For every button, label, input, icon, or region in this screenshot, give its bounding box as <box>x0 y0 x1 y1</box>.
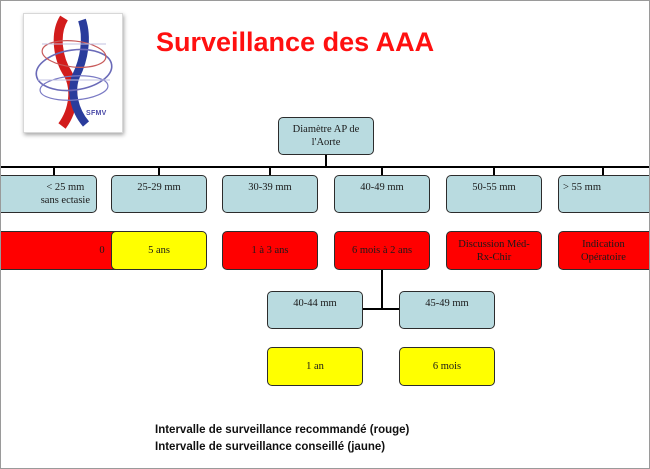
root-node: Diamètre AP de l'Aorte <box>278 117 374 155</box>
connector-2 <box>158 167 160 175</box>
society-logo-icon <box>35 15 113 129</box>
connector-5 <box>493 167 495 175</box>
interval-box-4: 6 mois à 2 ans <box>334 231 430 270</box>
root-connector <box>325 155 327 167</box>
page-title: Surveillance des AAA <box>156 27 435 57</box>
range-box-6: > 55 mm <box>558 175 649 213</box>
sub-interval-box-1: 1 an <box>267 347 363 386</box>
sub-range-box-1: 40-44 mm <box>267 291 363 329</box>
sub-range-box-2: 45-49 mm <box>399 291 495 329</box>
range-box-1: < 25 mm sans ectasie <box>1 175 97 213</box>
level1-bus <box>1 166 649 168</box>
connector-3 <box>269 167 271 175</box>
interval-box-5: Discussion Méd- Rx-Chir <box>446 231 542 270</box>
sub-interval-box-2: 6 mois <box>399 347 495 386</box>
range-box-5: 50-55 mm <box>446 175 542 213</box>
connector-6 <box>602 167 604 175</box>
range-box-4: 40-49 mm <box>334 175 430 213</box>
logo-text: SFMV <box>86 110 107 117</box>
interval-box-6: Indication Opératoire <box>558 231 649 270</box>
interval-box-2: 5 ans <box>111 231 207 270</box>
range-box-3: 30-39 mm <box>222 175 318 213</box>
society-logo: SFMV <box>23 13 123 133</box>
sub-connector-vertical <box>381 270 383 310</box>
interval-box-3: 1 à 3 ans <box>222 231 318 270</box>
connector-1 <box>53 167 55 175</box>
range-box-2: 25-29 mm <box>111 175 207 213</box>
legend-red: Intervalle de surveillance recommandé (r… <box>155 424 410 436</box>
sub-connector-horizontal <box>361 308 403 310</box>
connector-4 <box>381 167 383 175</box>
legend-yellow: Intervalle de surveillance conseillé (ja… <box>155 441 386 453</box>
